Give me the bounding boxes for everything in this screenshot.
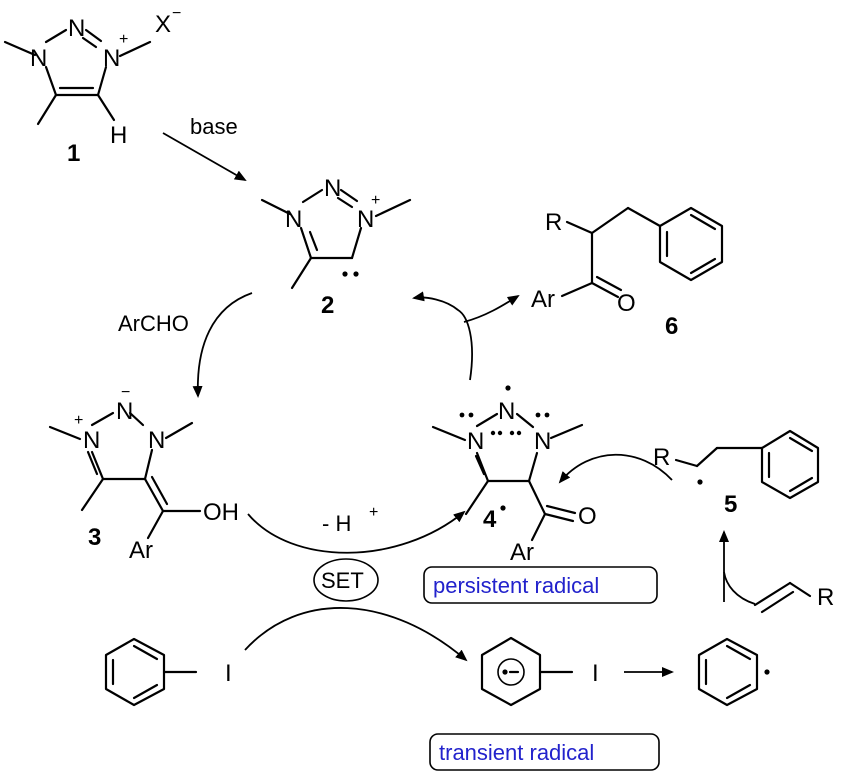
atom-ar: Ar — [531, 286, 555, 313]
atom-oh: OH — [203, 499, 239, 526]
atom-n3: N — [103, 45, 120, 72]
atom-n2: N — [68, 15, 85, 42]
atom-x: X — [155, 11, 171, 38]
atom-n2: N — [116, 398, 133, 425]
transient-radical-text: transient radical — [439, 740, 594, 765]
atom-h: H — [110, 122, 127, 149]
radical-dot — [500, 505, 506, 511]
compound-number-1: 1 — [67, 140, 80, 167]
charge-minus: − — [121, 384, 130, 401]
phenyl-radical — [697, 637, 770, 707]
atom-ar: Ar — [129, 537, 153, 564]
radical-dot — [764, 669, 770, 675]
persistent-radical-text: persistent radical — [433, 573, 599, 598]
lone-pair-dot — [468, 412, 474, 418]
radical-addition-arrow — [558, 453, 673, 484]
atom-n2: N — [498, 398, 515, 425]
lone-pair-dot — [535, 412, 541, 418]
charge-plus: + — [119, 31, 128, 48]
charge-plus: + — [371, 192, 380, 209]
atom-n3: N — [534, 428, 551, 455]
atom-n1: N — [30, 45, 47, 72]
lone-pair-dot — [353, 271, 359, 277]
reagent-minus-h: - H — [322, 511, 351, 536]
lone-pair-dot — [497, 430, 503, 436]
atom-r: R — [545, 209, 562, 236]
compound-6-ketone: R Ar O 6 — [531, 206, 724, 340]
compound-2-carbene: N N N + 2 — [260, 175, 412, 319]
atom-ar: Ar — [510, 539, 534, 566]
electron-transfer-arrow — [244, 607, 468, 662]
atom-r: R — [817, 584, 834, 611]
atom-n1: N — [83, 427, 100, 454]
atom-o: O — [617, 290, 636, 317]
lone-pair-dot — [544, 412, 550, 418]
transient-radical-label: transient radical — [429, 733, 660, 771]
compound-3-breslow: N + N − N OH Ar 3 — [48, 384, 239, 564]
deprotonation-set-step: - H + SET — [247, 504, 466, 602]
archo-step: ArCHO — [118, 292, 253, 398]
compound-5-radical: R 5 — [653, 429, 820, 518]
atom-i: I — [592, 660, 599, 687]
lone-pair-dot — [459, 412, 465, 418]
reagent-archo: ArCHO — [118, 311, 189, 336]
compound-number-5: 5 — [724, 491, 737, 518]
charge-minus: − — [172, 5, 181, 22]
atom-n3: N — [357, 206, 374, 233]
atom-o: O — [578, 503, 597, 530]
atom-n1: N — [285, 206, 302, 233]
charge-plus: + — [74, 412, 83, 429]
compound-number-3: 3 — [88, 524, 101, 551]
base-step: base — [162, 114, 247, 181]
charge-h-plus: + — [369, 504, 378, 521]
atom-n1: N — [467, 428, 484, 455]
compound-1-triazolium: N N N + X − H 1 — [3, 5, 181, 167]
reagent-set: SET — [321, 568, 364, 593]
lone-pair-dot — [342, 271, 348, 277]
lone-pair-dot — [509, 430, 515, 436]
alkene-addition-step: R — [719, 530, 834, 614]
radical-dot — [697, 479, 703, 485]
radical-dot — [505, 385, 511, 391]
iodobenzene-radical-anion: I — [480, 636, 674, 707]
atom-n3: N — [148, 427, 165, 454]
compound-number-2: 2 — [321, 292, 334, 319]
lone-pair-dot — [516, 430, 522, 436]
reagent-base: base — [190, 114, 238, 139]
compound-4-radical: N N N O Ar 4 — [431, 385, 597, 566]
lone-pair-dot — [490, 430, 496, 436]
compound-number-6: 6 — [665, 313, 678, 340]
compound-number-4: 4 — [483, 506, 497, 533]
iodobenzene: I — [104, 637, 232, 707]
persistent-radical-label: persistent radical — [423, 566, 658, 604]
atom-r: R — [653, 444, 670, 471]
radical-dot — [502, 669, 508, 675]
atom-i: I — [225, 660, 232, 687]
release-arrows — [412, 291, 520, 381]
atom-n2: N — [324, 175, 341, 202]
